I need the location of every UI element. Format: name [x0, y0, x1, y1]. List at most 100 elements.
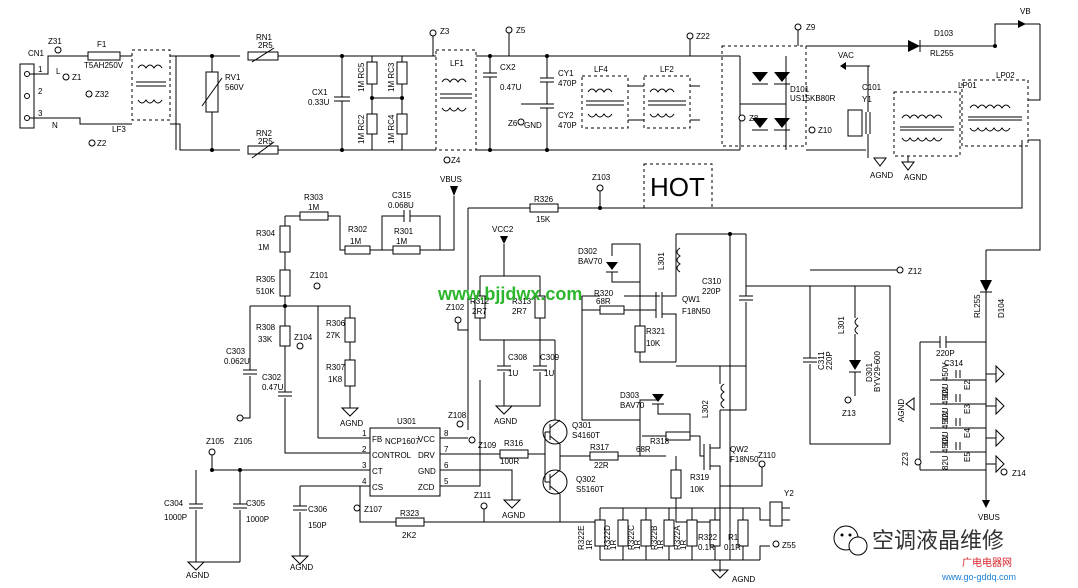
r322d-label: R322D [603, 525, 612, 550]
ic-pin-num-8: 8 [444, 429, 449, 438]
z55-label: Z55 [782, 541, 796, 550]
cn1-n: N [52, 121, 58, 130]
d101-label: D101 [790, 85, 810, 94]
transistor-q302: Q302 S5160T [542, 432, 604, 522]
filter-lf1: LF1 [435, 49, 477, 151]
rc2-label: 1M RC2 [357, 114, 366, 144]
z5-label: Z5 [516, 26, 526, 35]
c305-value: 1000P [246, 515, 269, 524]
z6-label: Z6 [508, 119, 518, 128]
r318-label: R318 [650, 437, 670, 446]
z105-label-b: Z105 [206, 437, 225, 446]
capacitor-c101: C101 Y1 AGND [847, 66, 893, 180]
r319-label: R319 [690, 473, 710, 482]
c302-label: C302 [262, 373, 282, 382]
z111-label: Z111 [474, 491, 492, 500]
e5-value: 82U 450V [941, 434, 950, 470]
cy2-label: CY2 [558, 111, 574, 120]
lf3-label: LF3 [112, 125, 126, 134]
e4-value: 82U 450V [941, 410, 950, 446]
r323-label: R323 [400, 509, 420, 518]
ic-pin-gnd: GND [418, 467, 436, 476]
r319-value: 10K [690, 485, 705, 494]
qw1-label: QW1 [682, 295, 701, 304]
z102-label: Z102 [446, 303, 465, 312]
l301-sense-label: L301 [837, 316, 846, 334]
filter-lp02: LP02 [961, 71, 1029, 147]
r326-value: 15K [536, 215, 551, 224]
qw2-value: F18N50 [730, 455, 759, 464]
r322b-value: 1R [656, 540, 665, 550]
z14-label: Z14 [1012, 469, 1026, 478]
net-vb: VB [1020, 7, 1031, 16]
bridge-d101: D101 US15KB80R [700, 45, 836, 151]
r306-label: R306 [326, 319, 346, 328]
c303-label: C303 [226, 347, 246, 356]
thermistor-rn2: RN2 2R5 [247, 129, 279, 159]
varistor-rv1: RV1 560V [201, 54, 244, 152]
rn1-value: 2R5 [258, 41, 273, 50]
lp02-label: LP02 [996, 71, 1015, 80]
diode-d103: D103 RL255 [908, 29, 954, 58]
cn1-pin1: 1 [38, 65, 43, 74]
z13-label: Z13 [842, 409, 856, 418]
r322-label: R322 [698, 533, 718, 542]
c311-value: 220P [825, 351, 834, 370]
r303-label: R303 [304, 193, 324, 202]
r322-value: 0.1R [698, 543, 715, 552]
r313-value: 2R7 [512, 307, 527, 316]
z23-label: Z23 [901, 452, 910, 466]
bulk-capacitors: 82U 450V E2 82U 450V E3 82U 450V E4 82U … [930, 362, 1005, 474]
r305-value: 510K [256, 287, 275, 296]
agnd-label-3: AGND [340, 419, 363, 428]
d301-value: BYV29-600 [873, 351, 882, 392]
net-vac: VAC [838, 51, 854, 60]
capacitors-cy: CY1 470P CY2 470P [521, 54, 577, 152]
cy1-label: CY1 [558, 69, 574, 78]
c308-label: C308 [508, 353, 528, 362]
rc4-label: 1M RC4 [387, 114, 396, 144]
z12-label: Z12 [908, 267, 922, 276]
z3-label: Z3 [440, 27, 450, 36]
c308-value: 1U [508, 369, 518, 378]
ic-pin-fb: FB [372, 435, 382, 444]
transistor-q301: Q301 S4160T [542, 340, 600, 456]
r322c-label: R322C [627, 525, 636, 550]
ic-pin-num-4: 4 [362, 477, 367, 486]
z10-label: Z10 [818, 126, 832, 135]
r313-label: R313 [512, 297, 532, 306]
r323-value: 2K2 [402, 531, 417, 540]
r303-value: 1M [308, 203, 319, 212]
r321-value: 10K [646, 339, 661, 348]
z1-label: Z1 [72, 73, 82, 82]
net-vcc2: VCC2 [492, 225, 514, 234]
z22-label: Z22 [696, 32, 710, 41]
f1-value: T5AH250V [84, 61, 124, 70]
r1-value: 0.1R [724, 543, 741, 552]
r318-value: 68R [636, 445, 651, 454]
capacitor-cx1: CX1 0.33U [308, 54, 350, 152]
r302-value: 1M [350, 237, 361, 246]
agnd-label-6: AGND [502, 511, 525, 520]
hot-zone-frame [643, 163, 713, 209]
lf4-label: LF4 [594, 65, 608, 74]
ic-pin-num-5: 5 [444, 477, 449, 486]
bleed-resistors: 1M RC5 1M RC2 1M RC3 1M RC4 [357, 56, 408, 150]
r322a-value: 1R [679, 540, 688, 550]
d303-label: D303 [620, 391, 640, 400]
d104-value: RL255 [973, 294, 982, 318]
ic-pin-control: CONTROL [372, 451, 412, 460]
r322e-value: 1R [585, 540, 594, 550]
c302-value: 0.47U [262, 383, 284, 392]
agnd-label-4: AGND [186, 571, 209, 580]
ic-pin-ct: CT [372, 467, 383, 476]
e3-label: E3 [963, 404, 972, 414]
e2-value: 82U 450V [941, 362, 950, 398]
ic-pin-cs: CS [372, 483, 383, 492]
hot-label: HOT [650, 172, 705, 202]
rv1-value: 560V [225, 83, 244, 92]
r304-value: 1M [258, 243, 269, 252]
cx1-label: CX1 [312, 88, 328, 97]
l301-label: L301 [657, 252, 666, 270]
e3-value: 82U 450V [941, 386, 950, 422]
